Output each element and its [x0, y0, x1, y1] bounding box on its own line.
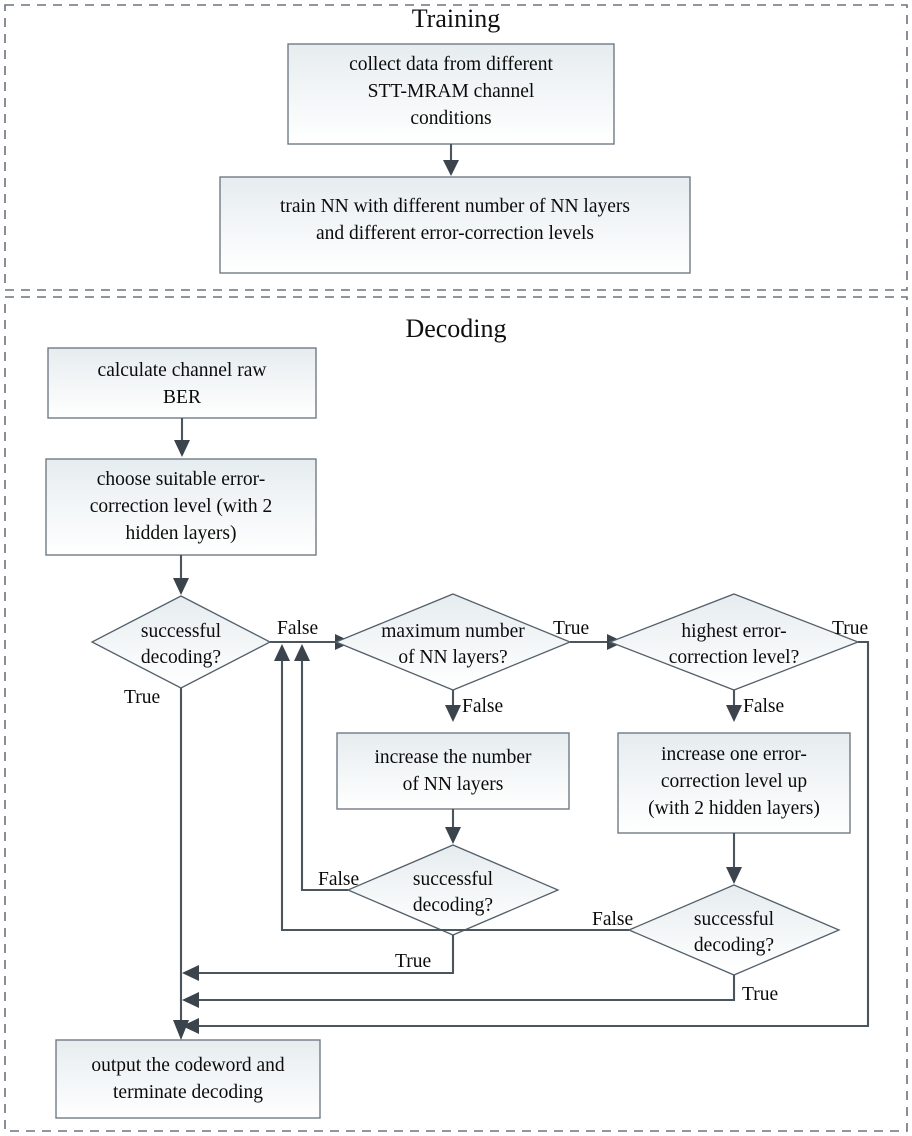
panel-decoding-border [4, 296, 908, 1132]
node-highest-level-line-1: highest error- [681, 621, 786, 642]
node-increase-level-line-3: (with 2 hidden layers) [648, 798, 820, 819]
node-decode-ok-3[interactable] [627, 884, 841, 976]
arrowhead-choose-to-decode1 [173, 578, 189, 595]
edge-label-decode3-false: False [592, 909, 633, 930]
node-max-layers[interactable] [334, 593, 572, 691]
node-choose-level-line-3: hidden layers) [125, 523, 236, 544]
node-output-line-1: output the codeword and [91, 1055, 285, 1076]
node-output[interactable] [55, 1039, 321, 1119]
arrowhead-ber-to-choose [174, 440, 190, 457]
node-train-nn-line-2: and different error-correction levels [316, 223, 594, 244]
arrowhead-highest-false [726, 705, 742, 722]
edge-label-decode1-true: True [124, 687, 160, 708]
edge-label-max-layers-true: True [553, 618, 589, 639]
node-decode-ok-3-line-1: successful [694, 909, 775, 930]
arrowhead-decode2-false [294, 644, 310, 661]
node-decode-ok-2-line-2: decoding? [413, 895, 493, 916]
node-increase-level[interactable] [617, 732, 851, 834]
arrowhead-highest-true [182, 1018, 199, 1034]
edge-decode3-false [280, 658, 629, 932]
node-increase-level-line-2: correction level up [661, 771, 807, 792]
node-collect-data-line-1: collect data from different [349, 54, 553, 75]
node-calculate-ber[interactable] [47, 347, 317, 419]
node-collect-data[interactable] [287, 43, 615, 145]
node-highest-level[interactable] [608, 593, 860, 691]
edge-highest-true [196, 640, 870, 1028]
node-calculate-ber-line-1: calculate channel raw [98, 360, 267, 381]
node-increase-level-line-1: increase one error- [661, 744, 807, 765]
edge-decode2-false [300, 658, 348, 892]
node-choose-level-line-1: choose suitable error- [97, 469, 266, 490]
node-collect-data-line-3: conditions [410, 108, 491, 129]
panel-title-training: Training [412, 4, 501, 33]
edge-decode3-true [196, 975, 736, 1002]
node-decode-ok-1-line-1: successful [141, 621, 222, 642]
node-highest-level-line-2: correction level? [669, 647, 799, 668]
arrowhead-max-layers-false [445, 705, 461, 722]
node-decode-ok-2-line-1: successful [413, 869, 494, 890]
node-max-layers-line-2: of NN layers? [398, 647, 507, 668]
arrowhead-decode1-true [173, 1020, 189, 1040]
node-choose-level-line-2: correction level (with 2 [90, 496, 272, 517]
node-increase-layers-line-1: increase the number [374, 747, 532, 768]
node-decode-ok-2[interactable] [346, 844, 560, 936]
node-output-line-2: terminate decoding [113, 1082, 263, 1103]
edge-label-highest-false: False [743, 696, 784, 717]
arrowhead-increase-level-to-decode3 [726, 867, 742, 884]
edge-label-decode1-false: False [277, 618, 318, 639]
edge-decode2-true [196, 935, 455, 975]
node-increase-layers[interactable] [336, 732, 570, 810]
edge-label-decode2-true: True [395, 951, 431, 972]
arrowhead-decode2-true [182, 965, 199, 981]
arrowhead-decode3-true [182, 992, 199, 1008]
panel-title-decoding: Decoding [405, 314, 506, 343]
node-train-nn-line-1: train NN with different number of NN lay… [280, 196, 630, 217]
node-decode-ok-1-line-2: decoding? [141, 647, 221, 668]
panel-training-border [4, 4, 908, 291]
arrowhead-increase-layers-to-decode2 [445, 827, 461, 844]
node-increase-layers-line-2: of NN layers [403, 774, 504, 795]
arrowhead-collect-to-train [443, 160, 459, 176]
node-max-layers-line-1: maximum number [381, 621, 525, 642]
edge-label-max-layers-false: False [462, 696, 503, 717]
node-calculate-ber-line-2: BER [163, 387, 201, 408]
edge-label-decode2-false: False [318, 869, 359, 890]
edge-label-highest-true: True [832, 618, 868, 639]
node-decode-ok-3-line-2: decoding? [694, 935, 774, 956]
node-choose-level[interactable] [45, 458, 317, 556]
edge-label-decode3-true: True [742, 984, 778, 1005]
node-train-nn[interactable] [219, 176, 691, 274]
node-collect-data-line-2: STT-MRAM channel [368, 81, 535, 102]
arrowhead-decode3-false [274, 644, 290, 661]
node-decode-ok-1[interactable] [90, 595, 272, 689]
